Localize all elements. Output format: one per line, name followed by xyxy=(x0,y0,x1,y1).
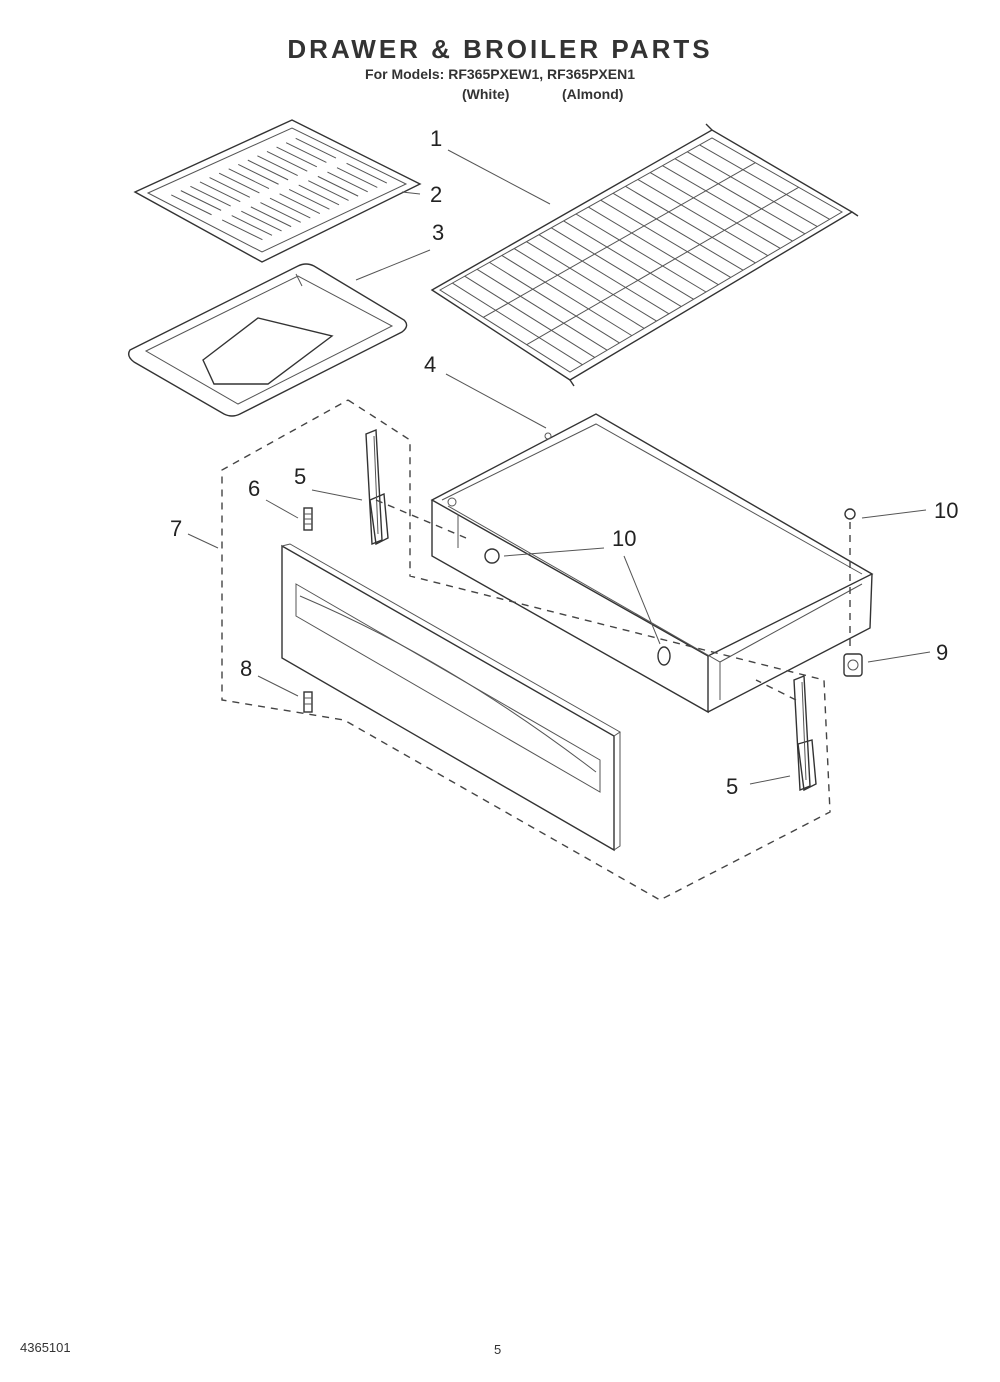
page-number: 5 xyxy=(494,1342,502,1357)
oven-rack xyxy=(430,123,859,387)
screw-6 xyxy=(303,507,313,531)
callout-10-right: 10 xyxy=(934,498,958,523)
callout-7: 7 xyxy=(170,516,182,541)
drawer-body xyxy=(430,413,874,714)
variant-almond: (Almond) xyxy=(562,86,624,102)
callout-3: 3 xyxy=(432,220,444,245)
callout-2: 2 xyxy=(430,182,442,207)
roller-9 xyxy=(843,653,863,677)
broiler-grid xyxy=(133,119,422,263)
screw-8 xyxy=(303,691,313,713)
callout-9: 9 xyxy=(936,640,948,665)
assembly-outline xyxy=(221,399,831,901)
variant-white: (White) xyxy=(462,86,510,102)
callout-5-right: 5 xyxy=(726,774,738,799)
callout-8: 8 xyxy=(240,656,252,681)
callout-4: 4 xyxy=(424,352,436,377)
broiler-pan xyxy=(127,263,408,417)
bumper-10c xyxy=(844,508,856,520)
callout-6: 6 xyxy=(248,476,260,501)
leader-lines xyxy=(187,149,931,785)
bumper-10a xyxy=(484,548,500,564)
page-title: DRAWER & BROILER PARTS xyxy=(287,34,713,64)
alignment-lines xyxy=(375,499,851,701)
drawer-slide-right xyxy=(793,674,817,792)
callout-1: 1 xyxy=(430,126,442,151)
document-number: 4365101 xyxy=(20,1340,71,1355)
drawer-slide-left xyxy=(365,428,389,546)
callout-10-center: 10 xyxy=(612,526,636,551)
callout-5-left: 5 xyxy=(294,464,306,489)
model-numbers: For Models: RF365PXEW1, RF365PXEN1 xyxy=(365,66,635,82)
bumper-10b xyxy=(657,646,671,666)
drawer-front xyxy=(281,543,621,852)
